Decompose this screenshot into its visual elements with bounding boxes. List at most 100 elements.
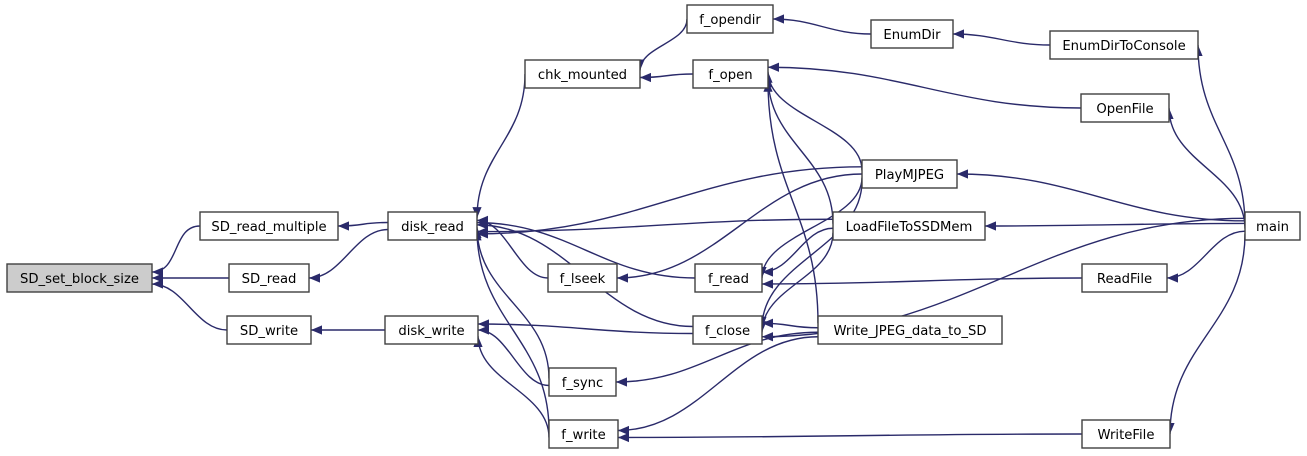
- node-box[interactable]: [1244, 211, 1301, 241]
- call-edge: [476, 229, 550, 431]
- edge-arrowhead: [640, 72, 651, 83]
- node-box[interactable]: [692, 315, 763, 345]
- edge-layer: [151, 14, 1246, 443]
- node-box[interactable]: [692, 59, 769, 89]
- node-label: disk_write: [398, 324, 464, 339]
- edge-arrowhead: [152, 273, 163, 283]
- edge-arrowhead: [477, 229, 488, 239]
- call-edge: [761, 181, 863, 328]
- node-label: f_open: [708, 68, 752, 83]
- graph-node-sd-read[interactable]: SD_read: [228, 263, 310, 293]
- node-label: SD_set_block_size: [20, 272, 139, 287]
- graph-node-f-sync[interactable]: f_sync: [548, 367, 617, 397]
- graph-node-writefile[interactable]: WriteFile: [1081, 419, 1171, 449]
- call-edge: [1166, 230, 1246, 279]
- node-box[interactable]: [1080, 93, 1170, 123]
- call-edge: [616, 173, 863, 279]
- graph-node-enumdirtoconsole[interactable]: EnumDirToConsole: [1049, 30, 1199, 60]
- graph-node-main[interactable]: main: [1244, 211, 1301, 241]
- edge-arrowhead: [953, 29, 964, 39]
- node-box[interactable]: [686, 4, 774, 34]
- graph-node-chk-mounted[interactable]: chk_mounted: [524, 59, 641, 89]
- edge-arrowhead: [768, 62, 779, 72]
- call-edge: [761, 232, 834, 333]
- node-box[interactable]: [1081, 263, 1168, 293]
- node-label: WriteFile: [1098, 428, 1155, 443]
- graph-node-f-read[interactable]: f_read: [694, 263, 763, 293]
- graph-node-write-jpeg-data-to-sd[interactable]: Write_JPEG_data_to_SD: [817, 315, 1003, 345]
- node-box[interactable]: [861, 159, 958, 189]
- call-edge: [639, 18, 688, 71]
- node-label: EnumDirToConsole: [1062, 39, 1185, 54]
- call-edge: [151, 283, 228, 331]
- call-edge: [1197, 44, 1246, 227]
- call-edge: [615, 331, 819, 383]
- edge-arrowhead: [477, 220, 488, 230]
- node-box[interactable]: [1081, 419, 1171, 449]
- graph-node-readfile[interactable]: ReadFile: [1081, 263, 1168, 293]
- node-label: Write_JPEG_data_to_SD: [833, 324, 986, 339]
- graph-node-playmjpeg[interactable]: PlayMJPEG: [861, 159, 958, 189]
- node-label: LoadFileToSSDMem: [846, 220, 973, 235]
- edge-arrowhead: [773, 14, 784, 24]
- edge-arrowhead: [762, 267, 773, 277]
- graph-node-enumdir[interactable]: EnumDir: [870, 19, 954, 49]
- graph-node-loadfiletossdmem[interactable]: LoadFileToSSDMem: [832, 211, 986, 241]
- edge-arrowhead: [762, 318, 773, 328]
- edge-arrowhead: [309, 273, 320, 283]
- node-box[interactable]: [1049, 30, 1199, 60]
- call-edge: [767, 80, 819, 324]
- call-edge: [761, 227, 834, 273]
- node-box[interactable]: [870, 19, 954, 49]
- edge-arrowhead: [617, 273, 628, 283]
- node-label: f_close: [705, 324, 750, 339]
- node-box[interactable]: [547, 263, 618, 293]
- node-label: chk_mounted: [538, 68, 627, 83]
- node-box[interactable]: [228, 263, 310, 293]
- node-box[interactable]: [199, 211, 339, 241]
- graph-node-sd-write[interactable]: SD_write: [226, 315, 312, 345]
- node-label: f_sync: [562, 376, 604, 391]
- node-box[interactable]: [694, 263, 763, 293]
- graph-node-f-opendir[interactable]: f_opendir: [686, 4, 774, 34]
- graph-node-sd-set-block-size[interactable]: SD_set_block_size: [6, 263, 153, 293]
- graph-node-f-lseek[interactable]: f_lseek: [547, 263, 618, 293]
- edge-arrowhead: [762, 279, 773, 289]
- call-edge: [761, 277, 1083, 285]
- node-label: f_read: [708, 272, 749, 287]
- call-edge: [477, 329, 550, 387]
- call-edge: [761, 177, 863, 279]
- node-label: PlayMJPEG: [875, 168, 944, 183]
- graph-node-disk-write[interactable]: disk_write: [384, 315, 479, 345]
- edge-arrowhead: [478, 319, 489, 329]
- call-edge: [1169, 233, 1246, 435]
- node-box[interactable]: [387, 211, 478, 241]
- graph-node-f-open[interactable]: f_open: [692, 59, 769, 89]
- node-box[interactable]: [226, 315, 312, 345]
- node-label: f_write: [561, 428, 605, 443]
- call-edge: [477, 335, 550, 438]
- call-edge: [956, 173, 1246, 222]
- node-box[interactable]: [524, 59, 641, 89]
- edge-arrowhead: [152, 279, 163, 289]
- call-edge: [617, 433, 1083, 439]
- node-layer: SD_set_block_size SD_read_multipleSD_read…: [6, 4, 1301, 449]
- node-box[interactable]: [6, 263, 153, 293]
- node-label: f_lseek: [560, 272, 606, 287]
- call-edge: [767, 71, 863, 171]
- node-box[interactable]: [817, 315, 1003, 345]
- graph-node-f-close[interactable]: f_close: [692, 315, 763, 345]
- node-label: SD_read_multiple: [211, 220, 326, 235]
- node-label: SD_write: [240, 324, 298, 339]
- node-label: disk_read: [401, 220, 464, 235]
- node-box[interactable]: [832, 211, 986, 241]
- call-edge: [1168, 107, 1246, 229]
- graph-node-openfile[interactable]: OpenFile: [1080, 93, 1170, 123]
- graph-node-f-write[interactable]: f_write: [548, 419, 619, 449]
- graph-node-disk-read[interactable]: disk_read: [387, 211, 478, 241]
- node-box[interactable]: [384, 315, 479, 345]
- graph-node-sd-read-multiple[interactable]: SD_read_multiple: [199, 211, 339, 241]
- call-edge: [984, 222, 1246, 227]
- node-box[interactable]: [548, 367, 617, 397]
- node-box[interactable]: [548, 419, 619, 449]
